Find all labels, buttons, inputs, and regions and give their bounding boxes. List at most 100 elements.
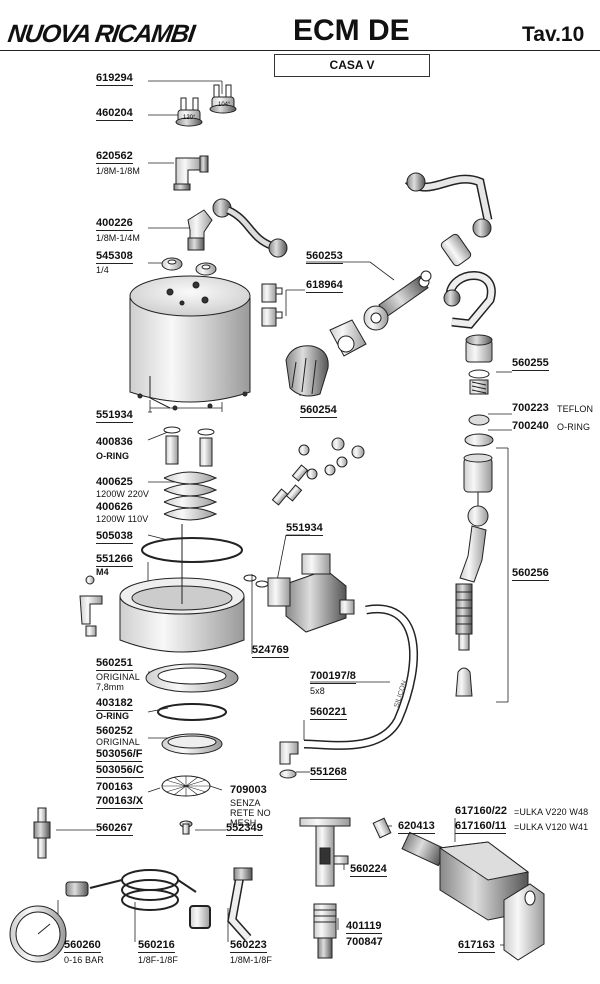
part-552349: 552349 [226, 822, 263, 836]
part-700223: 700223 [512, 402, 549, 414]
thermostat-120: 120° [175, 97, 203, 127]
part-560216-note: 1/8F-1/8F [138, 955, 178, 965]
part-403182-note: O-RING [96, 711, 130, 721]
part-560260-note: 0-16 BAR [64, 955, 104, 965]
part-560224: 560224 [350, 863, 387, 877]
pump-holder [299, 817, 351, 887]
part-700240: 700240 [512, 420, 549, 432]
part-620562: 620562 [96, 150, 133, 164]
part-560256: 560256 [512, 567, 549, 581]
part-560260: 560260 [64, 939, 101, 953]
part-551266-note: M4 [96, 567, 109, 577]
part-560223: 560223 [230, 939, 267, 953]
part-700223-note: TEFLON [557, 404, 594, 414]
part-617160-11: 617160/11 [455, 820, 507, 834]
part-545308-note: 1/4 [96, 265, 109, 275]
thermostat-104: 104° [209, 84, 237, 114]
leader-lines [56, 80, 512, 946]
heating-element [163, 426, 218, 521]
steam-valve-assembly [329, 172, 493, 357]
gauge-capillary-coil [89, 869, 211, 929]
part-617160-22: 617160/22 [455, 805, 507, 817]
part-400626-note: 1200W 110V [96, 514, 149, 524]
part-503056-f: 503056/F [96, 748, 143, 762]
part-700197-8-note: 5x8 [310, 686, 325, 696]
part-700163: 700163 [96, 781, 133, 793]
part-400226: 400226 [96, 217, 133, 231]
part-619294: 619294 [96, 72, 133, 86]
part-460204: 460204 [96, 107, 133, 121]
part-700240-note: O-RING [557, 422, 591, 432]
part-551934-boiler: 551934 [96, 409, 133, 423]
part-560252: 560252 [96, 725, 133, 737]
part-403182: 403182 [96, 697, 133, 711]
solenoid-valve [243, 553, 355, 633]
header-divider [0, 50, 600, 51]
part-709003-note: SENZA RETE NO MESH [230, 798, 271, 828]
group-oring [157, 703, 227, 721]
subtitle-box: CASA V [274, 54, 430, 77]
part-560251-note: ORIGINAL 7,8mm [96, 672, 140, 692]
part-620413: 620413 [398, 820, 435, 834]
part-560252-note: ORIGINAL [96, 737, 140, 747]
part-400625-note: 1200W 220V [96, 489, 150, 499]
part-700197-8: 700197/8 [310, 670, 356, 684]
part-620562-note: 1/8M-1/8M [96, 166, 140, 176]
tube-elbow [279, 741, 299, 779]
overpressure-valve [313, 903, 337, 959]
boiler-body [129, 275, 251, 411]
part-503056-c: 503056/C [96, 764, 144, 778]
part-560216: 560216 [138, 939, 175, 953]
machine-model: ECM DE [293, 14, 410, 47]
screw [179, 820, 193, 835]
elbow-fitting [173, 155, 209, 191]
mounting-bracket [79, 575, 103, 637]
part-560267: 560267 [96, 822, 133, 836]
part-400626: 400626 [96, 501, 133, 513]
boiler-elbow-pipe [187, 198, 288, 258]
table-number: Tav.10 [522, 23, 585, 46]
part-560223-note: 1/8M-1/8F [230, 955, 272, 965]
part-618964: 618964 [306, 279, 343, 293]
part-400625: 400625 [96, 476, 133, 488]
brand-logo: NUOVA RICAMBI [6, 20, 196, 48]
part-524769: 524769 [252, 644, 289, 658]
part-560253: 560253 [306, 250, 343, 264]
part-401119: 401119 [346, 920, 382, 934]
part-700163-x: 700163/X [96, 795, 144, 809]
shower-plate [161, 733, 223, 755]
part-709003: 709003 [230, 784, 267, 796]
nut-pair [161, 257, 217, 276]
part-617160-11-note: =ULKA V120 W41 [514, 822, 589, 832]
part-617163: 617163 [458, 939, 495, 953]
part-551934-valve: 551934 [286, 522, 323, 536]
flex-pipe [227, 867, 253, 941]
steam-knob [285, 345, 329, 397]
thermostat-104-stamp: 104° [218, 102, 231, 108]
thermostat-120-stamp: 120° [183, 115, 196, 121]
part-560221: 560221 [310, 706, 347, 720]
pressure-gauge [9, 881, 89, 963]
part-700847: 700847 [346, 936, 383, 948]
part-551268: 551268 [310, 766, 347, 780]
pump-bracket [503, 883, 545, 961]
boiler-lower-half [119, 524, 245, 653]
nuts-and-sleeves [271, 437, 365, 506]
part-400226-note: 1/8M-1/4M [96, 233, 140, 243]
part-617160-22-note: =ULKA V220 W48 [514, 807, 589, 817]
part-560255: 560255 [512, 357, 549, 371]
part-560251: 560251 [96, 657, 133, 671]
part-545308: 545308 [96, 250, 133, 264]
group-gasket-inner [157, 667, 227, 685]
temperature-probe [33, 807, 51, 859]
part-551266: 551266 [96, 553, 133, 567]
part-400836-note: O-RING [96, 451, 130, 461]
switch-pair [261, 283, 283, 327]
steam-wand-assembly [443, 271, 496, 697]
shower-screen [161, 775, 211, 797]
part-560254: 560254 [300, 404, 337, 418]
boiler-gasket [141, 537, 243, 563]
part-505038: 505038 [96, 530, 133, 544]
part-400836: 400836 [96, 436, 133, 448]
